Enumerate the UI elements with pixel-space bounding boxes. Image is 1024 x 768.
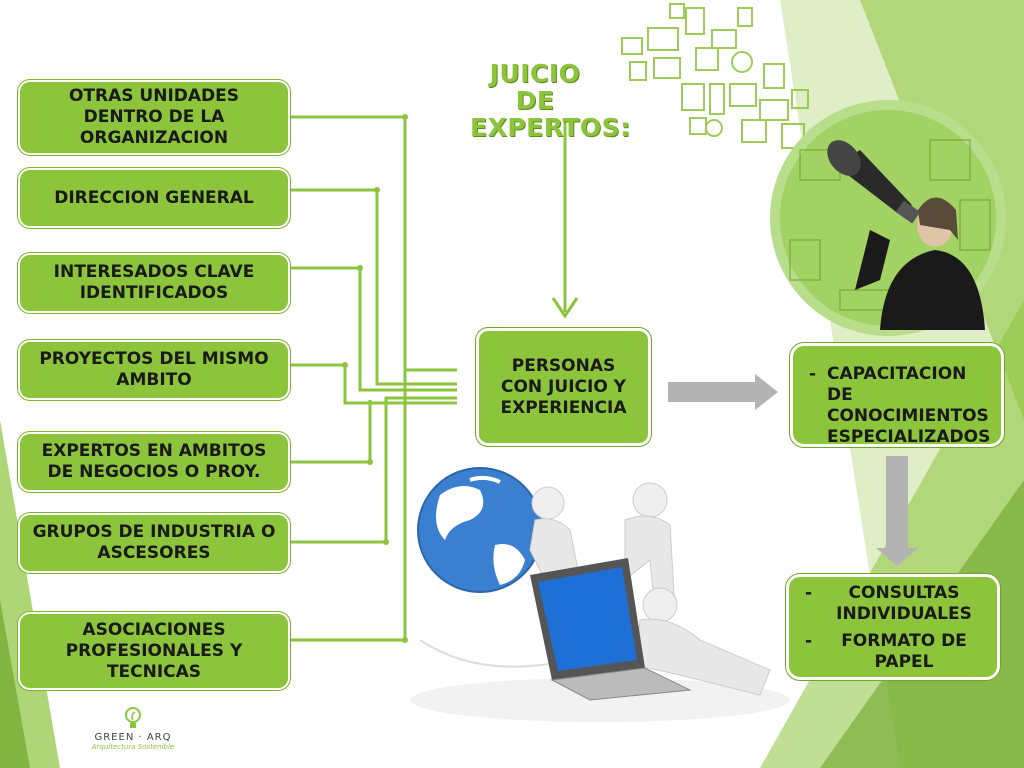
- gray-down-arrow: [876, 456, 918, 566]
- output-box-capacitacion: CAPACITACION DE CONOCIMIENTOS ESPECIALIZ…: [790, 343, 1004, 447]
- title-arrow-head: [551, 297, 579, 319]
- output-box-consultas: CONSULTAS INDIVIDUALES FORMATO DE PAPEL: [786, 574, 1000, 680]
- source-label: INTERESADOS CLAVE IDENTIFICADOS: [53, 262, 255, 303]
- connector-1: [290, 115, 457, 372]
- output-list-capacitacion: CAPACITACION DE CONOCIMIENTOS ESPECIALIZ…: [805, 364, 990, 448]
- connector-3: [290, 266, 457, 392]
- source-box-asociaciones: ASOCIACIONES PROFESIONALES Y TECNICAS: [18, 612, 290, 690]
- output-item: CONSULTAS INDIVIDUALES: [801, 583, 985, 625]
- connector-2: [290, 188, 457, 386]
- source-box-grupos-industria: GRUPOS DE INDUSTRIA O ASCESORES: [18, 513, 290, 573]
- logo-tagline: Arquitectura Sostenible: [91, 743, 175, 751]
- source-label: ASOCIACIONES PROFESIONALES Y TECNICAS: [65, 619, 243, 682]
- center-box-personas: PERSONAS CON JUICIO Y EXPERIENCIA: [476, 328, 651, 446]
- source-label: EXPERTOS EN AMBITOS DE NEGOCIOS O PROY.: [41, 441, 267, 482]
- source-label: DIRECCION GENERAL: [54, 187, 254, 208]
- source-label: GRUPOS DE INDUSTRIA O ASCESORES: [32, 522, 276, 563]
- diagram-title: JUICIO DE EXPERTOS:: [470, 59, 631, 142]
- source-box-otras-unidades: OTRAS UNIDADES DENTRO DE LA ORGANIZACION: [18, 80, 290, 155]
- center-label: PERSONAS CON JUICIO Y EXPERIENCIA: [500, 355, 627, 418]
- output-item: FORMATO DE PAPEL: [801, 631, 985, 673]
- source-label: OTRAS UNIDADES DENTRO DE LA ORGANIZACION: [68, 86, 240, 148]
- source-box-interesados-clave: INTERESADOS CLAVE IDENTIFICADOS: [18, 253, 290, 313]
- logo-name: GREEN · ARQ: [94, 732, 172, 743]
- source-box-expertos-ambitos: EXPERTOS EN AMBITOS DE NEGOCIOS O PROY.: [18, 432, 290, 492]
- output-item: CAPACITACION DE CONOCIMIENTOS ESPECIALIZ…: [805, 364, 990, 448]
- source-box-proyectos-mismo-ambito: PROYECTOS DEL MISMO AMBITO: [18, 340, 290, 400]
- gray-right-arrow: [668, 374, 778, 410]
- source-box-direccion-general: DIRECCION GENERAL: [18, 168, 290, 228]
- output-list-consultas: CONSULTAS INDIVIDUALES FORMATO DE PAPEL: [801, 583, 985, 673]
- green-arq-logo: GREEN · ARQ Arquitectura Sostenible: [88, 706, 178, 751]
- connector-4: [290, 363, 457, 405]
- source-label: PROYECTOS DEL MISMO AMBITO: [39, 349, 269, 390]
- lightbulb-logo-icon: [125, 707, 141, 728]
- connector-6: [290, 396, 457, 544]
